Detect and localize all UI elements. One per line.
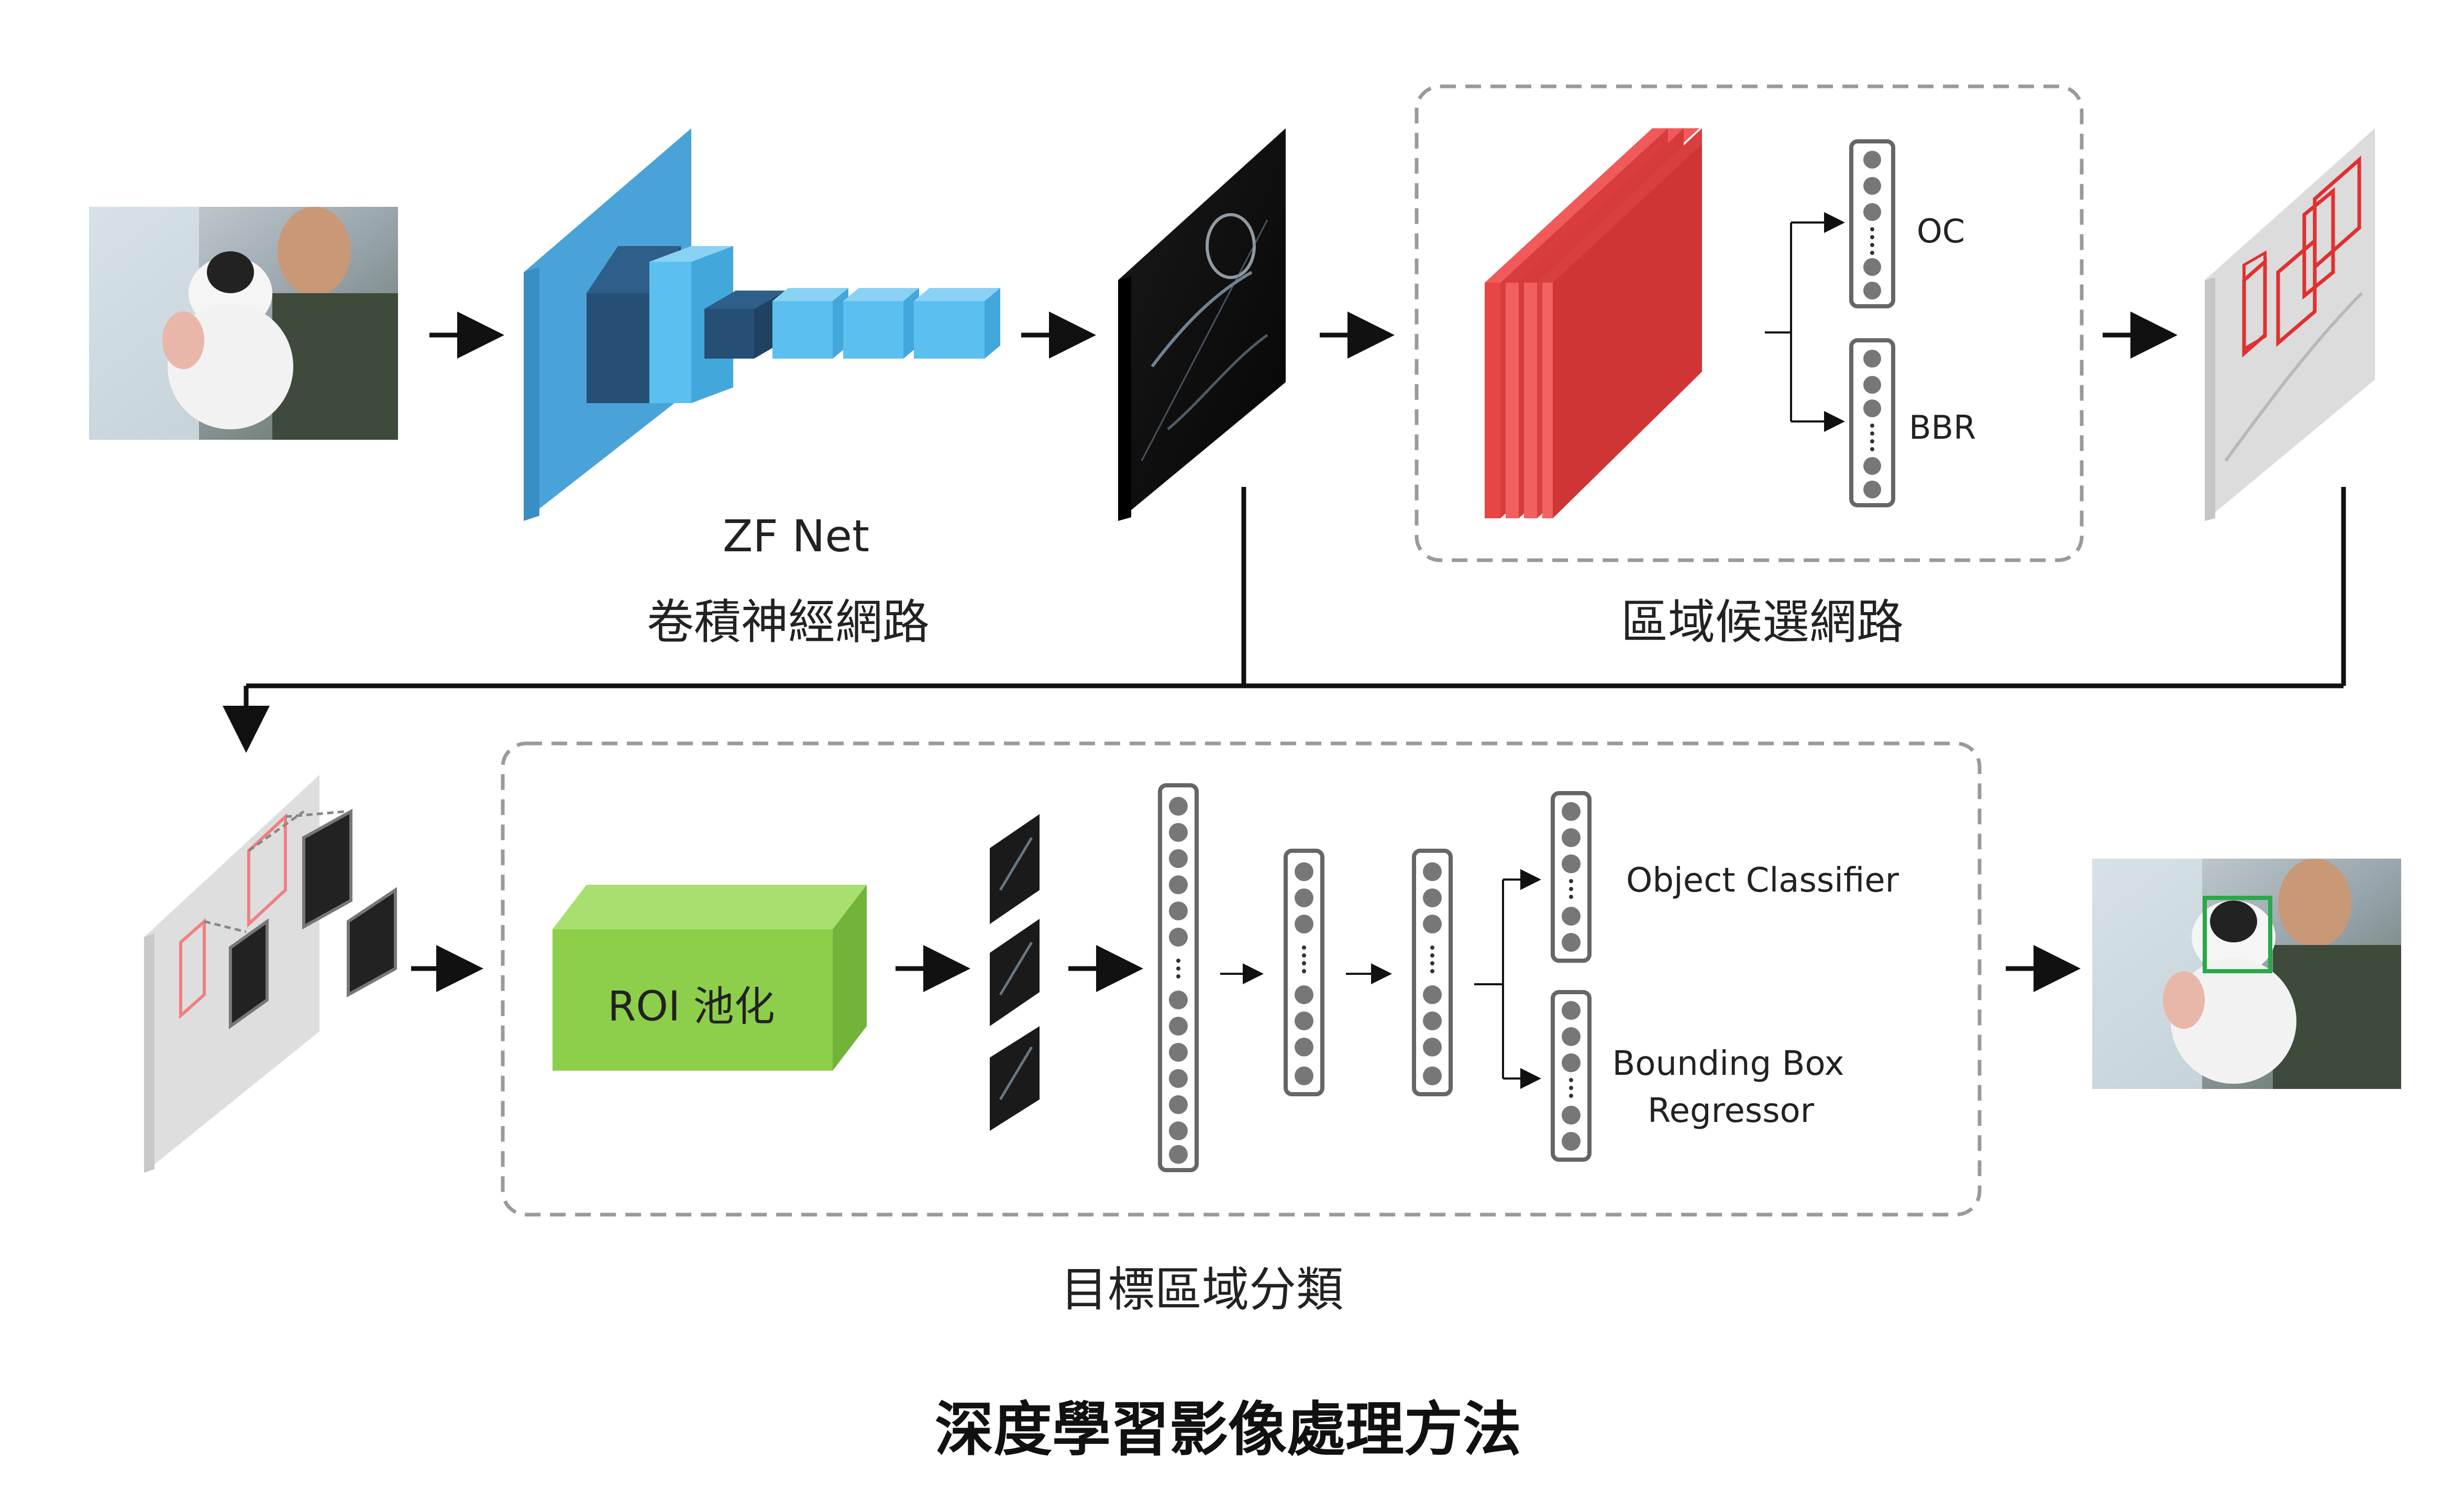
- object-classifier-neurons: [1551, 791, 1592, 963]
- rpn-branch-arrows: [1765, 212, 1845, 432]
- cnn-label: 卷積神經網路: [647, 595, 930, 650]
- proposal-boxes: [2242, 155, 2361, 358]
- roi-classification-label: 目標區域分類: [1060, 1262, 1343, 1317]
- fc-layer-1: [1158, 783, 1199, 1172]
- fc-layer-2: [1284, 849, 1324, 1096]
- fc-layer-3: [1412, 849, 1453, 1096]
- input-photo: [89, 207, 398, 440]
- roi-branch-arrows: [1474, 869, 1541, 1089]
- rpn-oc-neurons: [1849, 139, 1895, 308]
- bounding-box-label: Bounding Box: [1612, 1044, 1844, 1083]
- zfnet-label: ZF Net: [722, 510, 870, 562]
- roi-projection-image: [144, 775, 397, 1173]
- rpn-oc-label: OC: [1917, 212, 1965, 250]
- bbox-regressor-neurons: [1551, 990, 1592, 1162]
- object-classifier-label: Object Classifier: [1626, 861, 1899, 900]
- rpn-bbr-neurons: [1849, 338, 1895, 507]
- roi-classification-dashed-box: [501, 741, 1982, 1217]
- regressor-label: Regressor: [1647, 1092, 1815, 1130]
- output-photo: [2092, 859, 2401, 1089]
- roi-pooling-label: ROI 池化: [607, 983, 775, 1030]
- feature-map: [1118, 128, 1286, 521]
- roi-pooling-block: [553, 885, 867, 1071]
- pooled-feature-maps: [990, 814, 1040, 1131]
- detection-box: [2203, 896, 2272, 973]
- rpn-dashed-box: [1415, 84, 2084, 562]
- cnn-zfnet-diagram: [524, 128, 1000, 521]
- rpn-label: 區域候選網路: [1621, 595, 1904, 650]
- connector-lines: [223, 487, 2346, 753]
- rpn-bbr-label: BBR: [1909, 408, 1976, 447]
- rpn-red-layers: [1485, 128, 1702, 518]
- diagram-title: 深度學習影像處理方法: [935, 1396, 1521, 1464]
- proposals-image: [2205, 128, 2375, 521]
